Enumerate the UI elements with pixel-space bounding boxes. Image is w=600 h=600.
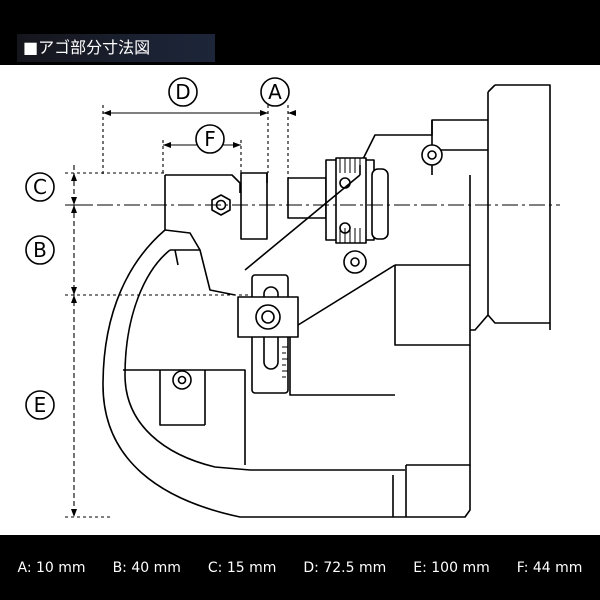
arrowheads xyxy=(71,110,296,517)
body-right-wall xyxy=(406,175,471,466)
screw-pocket xyxy=(172,370,192,390)
screw-guide xyxy=(343,250,367,274)
dimension-a: A: 10 mm xyxy=(17,559,86,576)
guide-lower xyxy=(289,264,396,331)
dimension-f: F: 44 mm xyxy=(516,559,583,576)
page-title: ■アゴ部分寸法図 xyxy=(17,34,215,62)
screws xyxy=(172,144,443,390)
dimension-e: E: 100 mm xyxy=(413,559,490,576)
svg-text:F: F xyxy=(204,127,216,151)
dimension-d: D: 72.5 mm xyxy=(303,559,387,576)
svg-text:C: C xyxy=(33,175,47,199)
flange-top xyxy=(487,84,496,120)
c-frame-outer xyxy=(102,174,471,518)
c-frame xyxy=(102,174,471,518)
c-frame-inner xyxy=(124,249,405,471)
die-block xyxy=(240,157,470,396)
ram-cap xyxy=(371,168,389,240)
guide-frame xyxy=(359,165,470,346)
dimension-c: C: 15 mm xyxy=(207,559,277,576)
label-d: D xyxy=(168,77,198,107)
svg-text:E: E xyxy=(34,393,47,417)
label-b: B xyxy=(25,235,55,265)
jaw-arm-edge xyxy=(164,229,236,296)
machine-body xyxy=(359,84,551,466)
label-e: E xyxy=(25,390,55,420)
label-f: F xyxy=(195,124,225,154)
gauge-slider xyxy=(237,274,299,394)
screw-ram xyxy=(339,177,351,234)
die-left xyxy=(240,172,268,240)
jaw-arm-detail xyxy=(170,249,200,266)
label-a: A xyxy=(260,77,290,107)
pocket-inner xyxy=(159,370,205,426)
guide-upper xyxy=(244,174,361,271)
label-c: C xyxy=(25,172,55,202)
flange-outline xyxy=(495,84,551,330)
bottom-slot xyxy=(392,465,407,517)
punch-holder xyxy=(287,177,327,219)
knurl-collar xyxy=(335,157,367,244)
screw-body-top xyxy=(421,144,443,166)
pocket-top xyxy=(123,369,246,465)
screw-slider xyxy=(255,304,281,330)
knurl-lines xyxy=(339,158,361,243)
svg-text:B: B xyxy=(33,238,47,262)
guide-bottom xyxy=(289,330,395,396)
svg-text:A: A xyxy=(268,80,282,104)
jaw-dimension-diagram: D A F C B E xyxy=(0,65,600,535)
flange-lower xyxy=(487,120,550,324)
dimension-labels: D A F C B E xyxy=(25,77,290,420)
body-lower-join xyxy=(470,314,489,331)
dimension-legend: A: 10 mm B: 40 mm C: 15 mm D: 72.5 mm E:… xyxy=(0,535,600,600)
diagram-svg: D A F C B E xyxy=(25,77,560,518)
scale-ticks xyxy=(282,346,288,378)
dimension-b: B: 40 mm xyxy=(112,559,181,576)
body-step-inner xyxy=(431,120,488,175)
svg-text:D: D xyxy=(175,80,190,104)
